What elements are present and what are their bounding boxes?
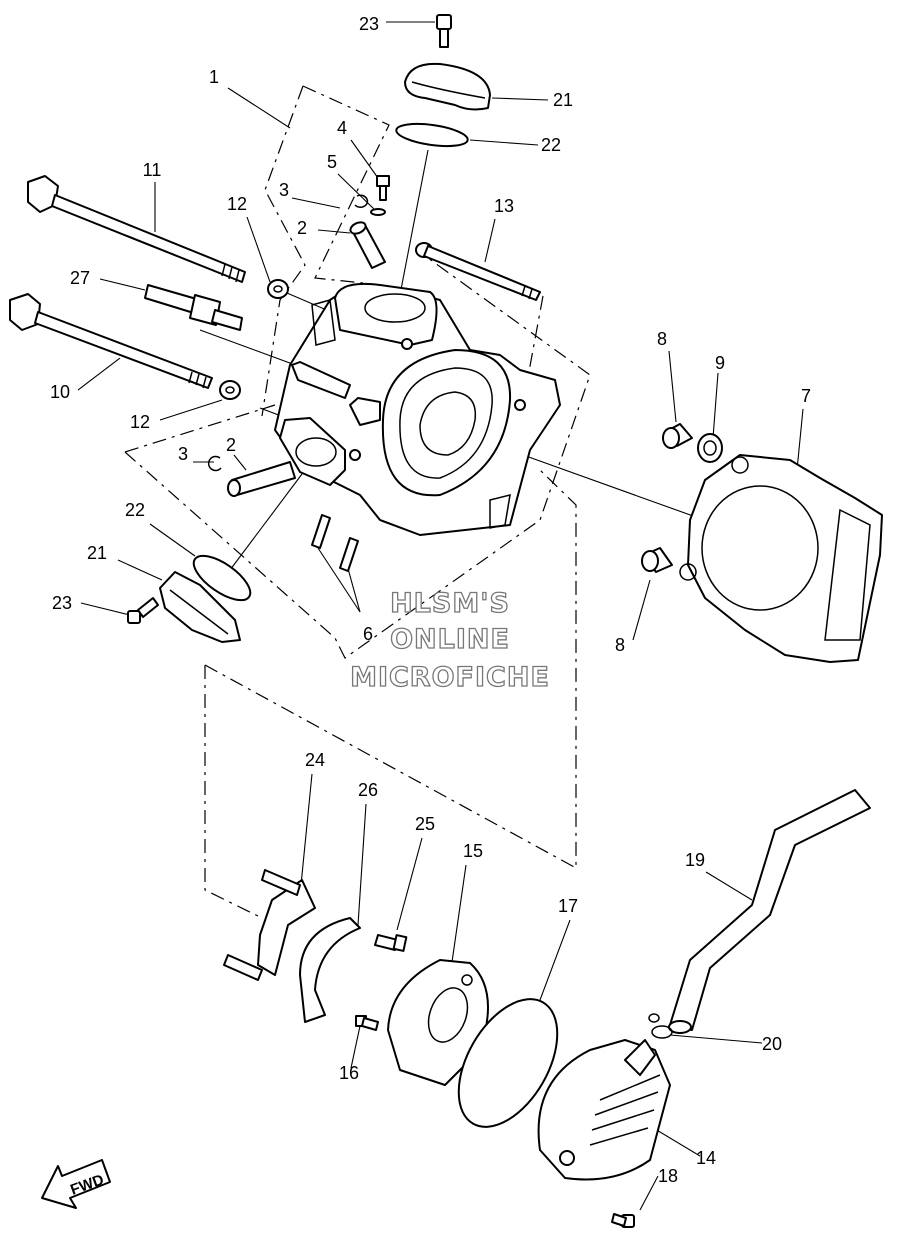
callout-25: 25	[415, 814, 435, 834]
oring-17	[457, 998, 559, 1128]
callout-10: 10	[50, 382, 70, 402]
assembly-boundaries	[124, 85, 591, 919]
callout-4: 4	[337, 118, 347, 138]
callout-21: 21	[553, 90, 573, 110]
bolt-13	[415, 242, 541, 301]
cap-21-top	[404, 62, 491, 111]
callout-11: 11	[143, 160, 162, 180]
callout-24: 24	[305, 750, 325, 770]
gasket-22-bottom	[192, 554, 252, 602]
callout-2: 2	[226, 435, 236, 455]
studs-6	[311, 514, 359, 572]
callout-9: 9	[715, 353, 725, 373]
callout-20: 20	[762, 1034, 782, 1054]
watermark-line-1: HLSM'S	[390, 588, 510, 619]
callout-23: 23	[359, 14, 379, 34]
callout-8: 8	[657, 329, 667, 349]
callout-17: 17	[558, 896, 578, 916]
fwd-arrow	[41, 1159, 111, 1209]
cap-21-bottom	[159, 571, 241, 643]
washer-12-top	[267, 279, 289, 299]
callout-27: 27	[70, 268, 90, 288]
seal-9	[697, 433, 723, 463]
bolt-23-top	[436, 14, 452, 48]
hose-19	[668, 789, 871, 1034]
callout-3: 3	[178, 444, 188, 464]
callout-22: 22	[125, 500, 145, 520]
pin-2-top	[349, 221, 386, 269]
bolt-16	[355, 1015, 379, 1031]
bolt-11	[27, 175, 246, 283]
bolt-23-bottom	[127, 597, 159, 624]
bolt-25	[374, 934, 408, 952]
gasket-22-top	[395, 122, 469, 148]
callout-2: 2	[297, 218, 307, 238]
callout-15: 15	[463, 841, 483, 861]
clip-3-bottom	[207, 455, 222, 472]
watermark: HLSM'S ONLINE MICROFICHE	[349, 587, 550, 693]
spark-plug-27	[144, 284, 243, 331]
callout-16: 16	[339, 1063, 359, 1083]
bolt-10	[9, 293, 213, 389]
callout-26: 26	[358, 780, 378, 800]
callout-23: 23	[52, 593, 72, 613]
callout-7: 7	[801, 386, 811, 406]
callout-3: 3	[279, 180, 289, 200]
callout-21: 21	[87, 543, 107, 563]
callout-6: 6	[363, 624, 373, 644]
bracket-24	[223, 869, 316, 981]
callout-12: 12	[130, 412, 150, 432]
callout-13: 13	[494, 196, 514, 216]
bolt-4	[376, 175, 390, 201]
watermark-line-3: MICROFICHE	[350, 662, 550, 693]
clip-3-top	[354, 194, 369, 208]
cover-14	[537, 1039, 671, 1181]
cylinder-head	[274, 282, 561, 536]
watermark-line-2: ONLINE	[390, 624, 510, 655]
washer-12-bottom	[219, 380, 241, 400]
callout-5: 5	[327, 152, 337, 172]
callout-18: 18	[658, 1166, 678, 1186]
pin-2-bottom	[227, 461, 296, 497]
callout-1: 1	[209, 67, 219, 87]
callout-12: 12	[227, 194, 247, 214]
callout-19: 19	[685, 850, 705, 870]
clamp-20	[648, 1013, 673, 1039]
callout-14: 14	[696, 1148, 716, 1168]
callout-8: 8	[615, 635, 625, 655]
dowel-8-bottom	[641, 547, 673, 573]
callout-22: 22	[541, 135, 561, 155]
bolt-18	[611, 1213, 635, 1228]
dowel-8-top	[662, 423, 693, 449]
washer-5	[370, 208, 386, 216]
head-gasket-7	[679, 454, 883, 663]
clip-26	[299, 917, 361, 1023]
